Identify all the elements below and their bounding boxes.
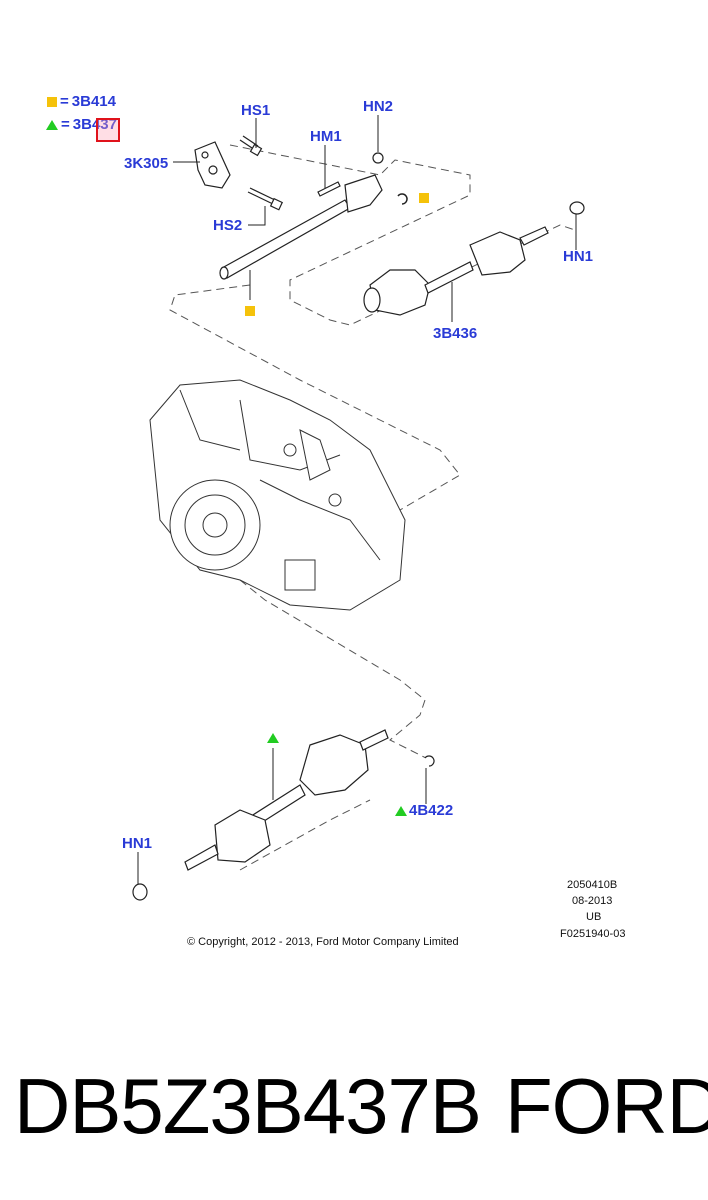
- product-caption: DB5Z3B437B FORD: [0, 1055, 708, 1155]
- dashed-guide-left: [169, 284, 461, 511]
- part-number: DB5Z3B437B: [14, 1062, 482, 1150]
- yellow-square-icon-intermediate-shaft: [419, 193, 429, 203]
- yellow-square-icon-shaft-end: [245, 306, 255, 316]
- callout-hn2[interactable]: HN2: [363, 98, 394, 115]
- callout-4b422-group: 4B422: [395, 803, 453, 818]
- yellow-square-icon: [47, 96, 57, 107]
- transmission-assembly: [149, 379, 406, 611]
- green-triangle-icon: [395, 805, 407, 816]
- bracket-3k305: [194, 141, 231, 189]
- legend-row-triangle: = 3B437: [46, 116, 117, 133]
- figure-ref: F0251940-03: [560, 928, 626, 940]
- callout-4b422[interactable]: 4B422: [409, 802, 454, 819]
- brand-name: FORD: [505, 1062, 708, 1150]
- dashed-guide-upper: [229, 144, 576, 326]
- callout-3b436[interactable]: 3B436: [433, 325, 478, 342]
- callout-hs1[interactable]: HS1: [241, 102, 271, 119]
- legend-row-square: = 3B414: [47, 93, 116, 110]
- intermediate-shaft: [219, 174, 383, 280]
- leader-hs2: [248, 206, 266, 226]
- nut-hn2: [372, 152, 384, 164]
- bolt-hs1: [239, 135, 263, 157]
- halfshaft-3b437: [132, 729, 435, 901]
- callout-hs2[interactable]: HS2: [213, 217, 243, 234]
- figure-date: 08-2013: [572, 895, 613, 907]
- legend-code-3b437[interactable]: 3B437: [72, 116, 117, 133]
- callout-hm1[interactable]: HM1: [310, 128, 342, 145]
- dashed-guide-bottom: [239, 799, 371, 871]
- halfshaft-3b436: [363, 201, 585, 316]
- figure-id: 2050410B: [567, 879, 618, 891]
- copyright-text: © Copyright, 2012 - 2013, Ford Motor Com…: [187, 936, 459, 948]
- exploded-view-drawing: [132, 115, 585, 901]
- callout-3k305[interactable]: 3K305: [124, 155, 169, 172]
- legend-equals: =: [61, 116, 70, 133]
- legend-equals: =: [60, 93, 69, 110]
- legend-code-3b414: 3B414: [71, 93, 116, 110]
- callout-hn1-bottom[interactable]: HN1: [122, 835, 153, 852]
- green-triangle-icon-halfshaft: [267, 733, 279, 743]
- parts-diagram: = 3B414 = 3B437 HS1 HN2 HM1 3K305 HS2 HN…: [46, 93, 626, 948]
- green-triangle-icon: [46, 119, 58, 130]
- bolt-hs2: [247, 187, 284, 211]
- figure-region: UB: [586, 911, 602, 923]
- dashed-guide-lower: [239, 579, 431, 761]
- stud-hm1: [317, 181, 341, 197]
- highlight-marker-3b437: [96, 118, 120, 142]
- callout-hn1-top[interactable]: HN1: [563, 248, 594, 265]
- circlip-upper: [397, 193, 408, 205]
